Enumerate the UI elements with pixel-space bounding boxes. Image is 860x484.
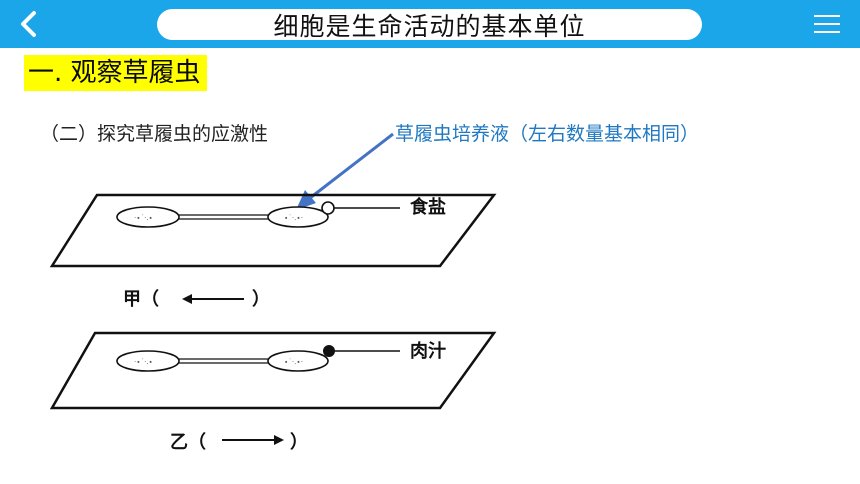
arrow-right-icon (222, 435, 284, 445)
arrow-left-icon (182, 294, 244, 304)
back-button[interactable] (10, 6, 50, 42)
chevron-left-icon (21, 11, 36, 37)
salt-label: 食盐 (409, 196, 446, 218)
broth-drop (323, 345, 335, 357)
caption-top-prefix: 甲（ (123, 289, 159, 310)
culture-drop-right-top: ∙˙·.∙· (267, 206, 329, 228)
caption-bottom-prefix: 乙（ (170, 432, 206, 453)
caption-bottom-suffix: ） (290, 432, 308, 453)
slide-top: ·∙˙·.∙ ∙˙·.∙· 食盐 (49, 193, 497, 268)
annotation-arrow (296, 132, 394, 210)
svg-text:∙˙·.∙·: ∙˙·.∙· (284, 214, 303, 222)
caption-top: 甲（ ） (123, 289, 270, 310)
channel-bottom (179, 358, 268, 364)
culture-drop-right-bottom: ∙˙·.∙· (267, 350, 329, 372)
experiment-subheading: （二）探究草履虫的应激性 (40, 123, 269, 145)
culture-drop-left-bottom: ·∙˙·.∙ (116, 350, 180, 372)
page-title: 细胞是生命活动的基本单位 (273, 11, 586, 41)
svg-text:·∙˙·.∙: ·∙˙·.∙ (134, 358, 153, 366)
salt-crystal (321, 201, 335, 215)
channel-top (179, 214, 268, 220)
svg-text:·∙˙·.∙: ·∙˙·.∙ (134, 214, 153, 222)
title-pill: 细胞是生命活动的基本单位 (157, 9, 702, 41)
culture-annotation: 草履虫培养液（左右数量基本相同） (395, 123, 700, 145)
top-bar: 细胞是生命活动的基本单位 (0, 0, 860, 48)
culture-drop-left-top: ·∙˙·.∙ (116, 206, 180, 228)
section-heading: 一. 观察草履虫 (24, 55, 207, 91)
caption-top-suffix: ） (252, 289, 270, 310)
slide-bottom: ·∙˙·.∙ ∙˙·.∙· 肉汁 (49, 331, 497, 410)
svg-text:∙˙·.∙·: ∙˙·.∙· (284, 358, 303, 366)
caption-bottom: 乙（ ） (170, 432, 308, 453)
broth-label: 肉汁 (410, 340, 446, 362)
menu-button[interactable] (812, 10, 842, 38)
